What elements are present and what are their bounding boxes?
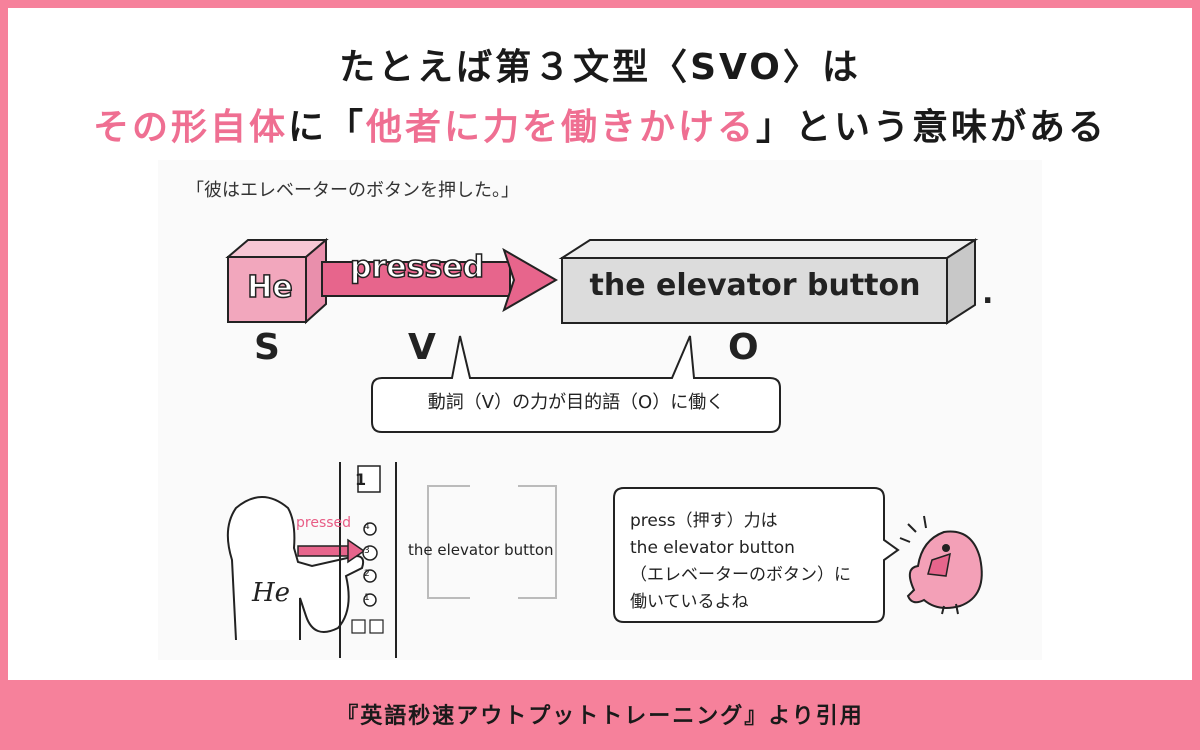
role-s: S bbox=[254, 327, 280, 368]
button-2: 2 bbox=[364, 569, 370, 579]
speech-bubble bbox=[613, 487, 900, 623]
headline-pink-2: 他者に力を働きかける bbox=[366, 107, 757, 148]
scene-object-label: the elevator button bbox=[408, 541, 554, 559]
button-1: 1 bbox=[364, 593, 370, 603]
callout-bubble bbox=[371, 335, 781, 433]
speech-bubble-text: press（押す）力は the elevator button （エレベーターの… bbox=[630, 508, 880, 616]
headline-pink-1: その形自体 bbox=[92, 107, 288, 148]
object-label: the elevator button bbox=[589, 268, 921, 303]
subject-cube bbox=[225, 237, 329, 325]
illustration-area bbox=[158, 160, 1042, 660]
person-figure bbox=[226, 496, 365, 641]
role-o: O bbox=[728, 327, 759, 368]
headline-line1: たとえば第３文型〈SVO〉は bbox=[339, 47, 861, 88]
elevator-panel bbox=[339, 462, 397, 658]
bubble-line-2: the elevator button bbox=[630, 538, 795, 558]
headline-black-1: に「 bbox=[287, 107, 366, 148]
footer-citation: 『英語秒速アウトプットトレーニング』より引用 bbox=[336, 704, 864, 729]
headline-black-2: 」という意味がある bbox=[756, 107, 1108, 148]
sentence-period: . bbox=[982, 276, 994, 311]
push-arrow-bar bbox=[297, 545, 351, 557]
object-box bbox=[558, 238, 979, 325]
verb-label: pressed bbox=[349, 249, 485, 286]
bubble-line-1: press（押す）力は bbox=[630, 511, 778, 531]
elevator-door-left bbox=[427, 485, 470, 599]
scene-pressed-label: pressed bbox=[296, 515, 352, 531]
example-japanese-sentence: 「彼はエレベーターのボタンを押した。」 bbox=[186, 180, 519, 201]
bird-character bbox=[899, 515, 983, 615]
role-v: V bbox=[408, 327, 436, 368]
bubble-line-4: 働いているよね bbox=[630, 592, 749, 612]
subject-label: He bbox=[247, 269, 294, 306]
button-3: 3 bbox=[364, 546, 370, 556]
floor-indicator: 1 bbox=[355, 470, 367, 489]
diagram-svg bbox=[225, 237, 983, 658]
bubble-line-3: （エレベーターのボタン）に bbox=[630, 565, 851, 585]
scene-he-label: He bbox=[252, 578, 291, 608]
button-4: 4 bbox=[364, 522, 370, 532]
headline-line2: その形自体に「他者に力を働きかける」という意味がある bbox=[0, 98, 1200, 150]
callout-text: 動詞（V）の力が目的語（O）に働く bbox=[427, 392, 725, 413]
elevator-door-right bbox=[518, 485, 557, 599]
push-arrow-head bbox=[347, 538, 366, 564]
verb-arrow bbox=[321, 247, 559, 313]
